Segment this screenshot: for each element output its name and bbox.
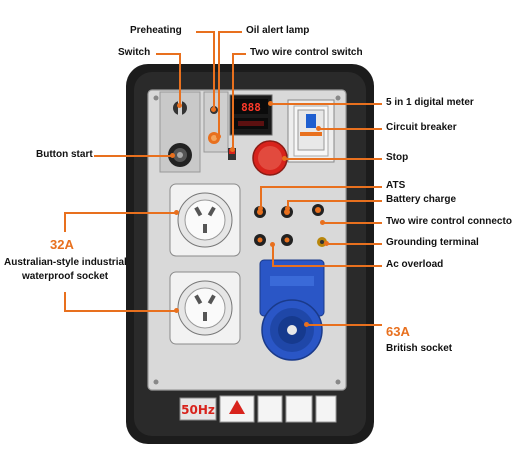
warning-sticker-2: [257, 395, 283, 423]
frequency-badge: 50Hz: [181, 403, 215, 417]
label-stop: Stop: [386, 152, 409, 163]
rivet: [153, 379, 159, 385]
callout-dot: [285, 206, 290, 211]
meter-screen: [234, 99, 268, 114]
callout-dot: [324, 241, 329, 246]
callout-line: [306, 324, 382, 326]
socket-32a-upper: [169, 183, 241, 257]
label-oil-alert-lamp: Oil alert lamp: [246, 25, 310, 36]
callout-line: [218, 31, 242, 33]
warning-sticker-3: [285, 395, 313, 423]
callout-line: [213, 31, 215, 109]
callout-dot: [170, 153, 175, 158]
callout-line: [156, 53, 180, 55]
socket-63a: [259, 259, 325, 361]
label-switch: Switch: [118, 47, 151, 58]
callout-line: [318, 128, 382, 130]
label-two-wire-control-connector: Two wire control connector: [386, 216, 512, 227]
callout-line: [196, 31, 214, 33]
socket-32a-description-1: Australian-style industrial: [4, 257, 127, 268]
label-two-wire-control-switch: Two wire control switch: [250, 47, 363, 58]
socket-63a-description: British socket: [386, 343, 453, 354]
label-digital-meter: 5 in 1 digital meter: [386, 97, 474, 108]
callout-line: [179, 53, 181, 105]
callout-dot: [304, 322, 309, 327]
breaker-toggle: [306, 114, 316, 128]
label-button-start: Button start: [36, 149, 93, 160]
rivet: [335, 95, 341, 101]
callout-dot: [211, 107, 216, 112]
warning-sticker-4: [315, 395, 337, 423]
callout-line: [287, 200, 289, 208]
rivet: [335, 379, 341, 385]
callout-line: [94, 155, 172, 157]
callout-line: [64, 292, 66, 310]
label-grounding-terminal: Grounding terminal: [386, 237, 479, 248]
label-preheating: Preheating: [130, 25, 182, 36]
callout-line: [64, 212, 176, 214]
socket-32a-lower: [169, 271, 241, 345]
callout-dot: [230, 147, 235, 152]
callout-dot: [268, 101, 273, 106]
label-battery-charge: Battery charge: [386, 194, 457, 205]
callout-dot: [177, 103, 182, 108]
label-circuit-breaker: Circuit breaker: [386, 122, 457, 133]
warning-triangle: [229, 400, 245, 414]
label-ac-overload: Ac overload: [386, 259, 444, 270]
callout-line: [232, 53, 246, 55]
rivet: [153, 95, 159, 101]
callout-dot: [316, 126, 321, 131]
callout-line: [232, 53, 234, 149]
socket-32a-rating: 32A: [50, 237, 74, 252]
callout-line: [260, 186, 382, 188]
callout-line: [272, 265, 382, 267]
callout-dot: [174, 210, 179, 215]
callout-line: [287, 200, 382, 202]
callout-dot: [270, 242, 275, 247]
callout-dot: [320, 220, 325, 225]
callout-line: [272, 244, 274, 266]
callout-line: [260, 186, 262, 208]
callout-dot: [282, 156, 287, 161]
callout-line: [218, 31, 220, 136]
callout-line: [326, 243, 382, 245]
callout-line: [64, 310, 176, 312]
frequency-badge-box: [179, 397, 217, 421]
callout-line: [270, 103, 382, 105]
callout-line: [284, 158, 382, 160]
label-ats: ATS: [386, 180, 406, 191]
socket-32a-description-2: waterproof socket: [22, 271, 109, 282]
socket-63a-rating: 63A: [386, 324, 410, 339]
meter-digits: 888: [241, 101, 261, 114]
callout-dot: [174, 308, 179, 313]
callout-line: [322, 222, 382, 224]
callout-dot: [258, 206, 263, 211]
callout-dot: [216, 134, 221, 139]
callout-line: [64, 212, 66, 232]
